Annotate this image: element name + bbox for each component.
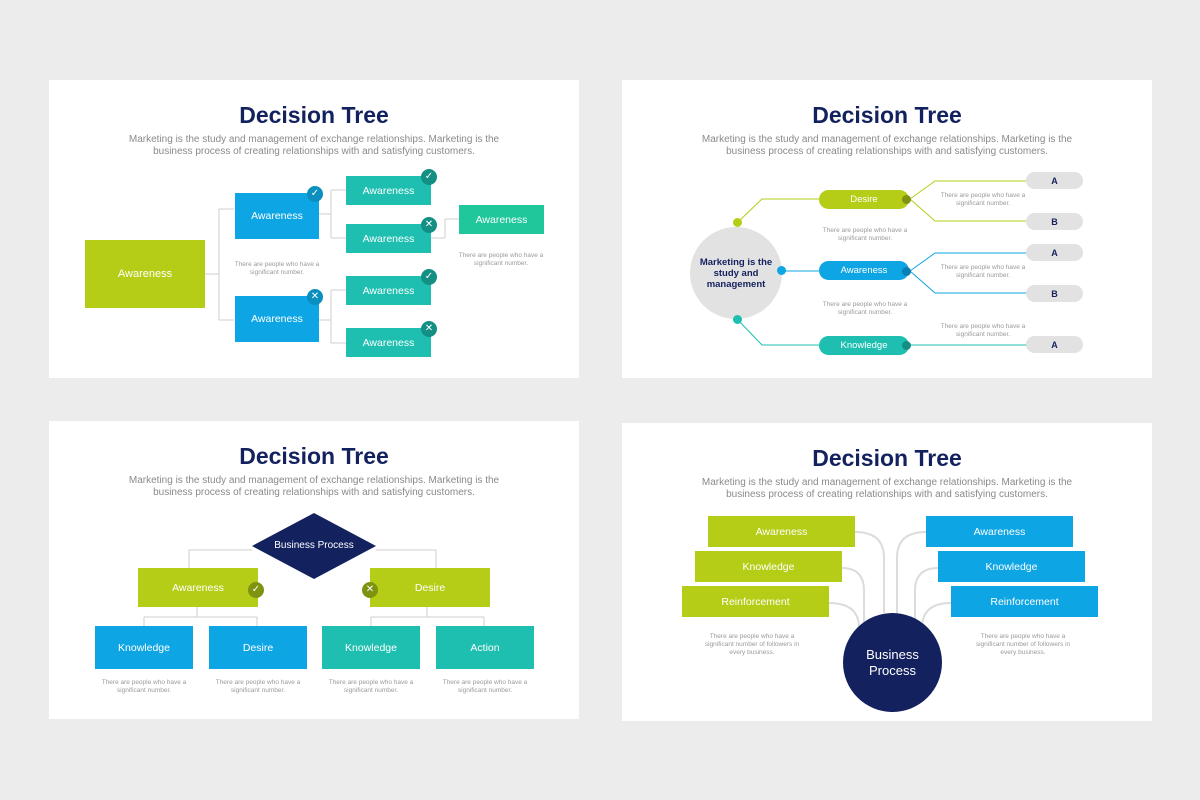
connector-dot <box>902 341 911 350</box>
close-icon: ✕ <box>421 321 437 337</box>
extra-node: Awareness <box>459 205 544 234</box>
leaf-node-4: Awareness <box>346 328 431 357</box>
leaf-node-2: Desire <box>209 626 307 669</box>
note: There are people who have a significant … <box>940 323 1026 338</box>
slide-title: Decision Tree <box>239 443 389 469</box>
slide-title: Decision Tree <box>812 445 962 471</box>
slide-3: Decision Tree Marketing is the study and… <box>49 421 579 719</box>
slide-4: Decision Tree Marketing is the study and… <box>622 423 1152 721</box>
note: There are people who have a significant … <box>442 679 528 694</box>
option-b: B <box>1026 213 1083 230</box>
check-icon: ✓ <box>421 269 437 285</box>
check-icon: ✓ <box>307 186 323 202</box>
center-circle: Business Process <box>843 613 942 712</box>
connector-dot <box>733 218 742 227</box>
connector-dot <box>902 267 911 276</box>
option-a: A <box>1026 172 1083 189</box>
note: There are people who have a significant … <box>975 633 1071 656</box>
slide-subtitle: Marketing is the study and management of… <box>128 475 500 498</box>
connector-lines <box>143 513 485 626</box>
note: There are people who have a significant … <box>940 264 1026 279</box>
note: There are people who have a significant … <box>458 252 544 267</box>
right-item-2: Knowledge <box>938 551 1085 582</box>
option-a: A <box>1026 336 1083 353</box>
option-b: B <box>1026 285 1083 302</box>
close-icon: ✕ <box>421 217 437 233</box>
connector-lines <box>204 189 459 344</box>
slide-title: Decision Tree <box>812 102 962 128</box>
leaf-node-1: Knowledge <box>95 626 193 669</box>
connector-lines <box>828 531 952 633</box>
note: There are people who have a significant … <box>101 679 187 694</box>
connector-lines <box>737 180 1027 346</box>
note: There are people who have a significant … <box>328 679 414 694</box>
center-circle: Marketing is the study and management <box>690 227 782 319</box>
leaf-node-3: Knowledge <box>322 626 420 669</box>
slide-title: Decision Tree <box>239 102 389 128</box>
leaf-node-2: Awareness <box>346 224 431 253</box>
mid-node-bottom: Awareness <box>235 296 319 342</box>
diamond-label: Business Process <box>274 540 354 551</box>
left-item-1: Awareness <box>708 516 855 547</box>
leaf-node-4: Action <box>436 626 534 669</box>
right-item-1: Awareness <box>926 516 1073 547</box>
slide-subtitle: Marketing is the study and management of… <box>128 134 500 157</box>
connector-dot <box>733 315 742 324</box>
leaf-node-3: Awareness <box>346 276 431 305</box>
note: There are people who have a significant … <box>215 679 301 694</box>
root-node: Awareness <box>85 240 205 308</box>
slide-1: Decision Tree Marketing is the study and… <box>49 80 579 378</box>
mid-node-top: Awareness <box>235 193 319 239</box>
check-icon: ✓ <box>421 169 437 185</box>
note: There are people who have a significant … <box>822 301 908 316</box>
slide-2: Decision Tree Marketing is the study and… <box>622 80 1152 378</box>
connector-dot <box>902 195 911 204</box>
branch-knowledge: Knowledge <box>819 336 909 355</box>
branch-desire: Desire <box>819 190 909 209</box>
close-icon: ✕ <box>362 582 378 598</box>
left-item-2: Knowledge <box>695 551 842 582</box>
option-a: A <box>1026 244 1083 261</box>
note: There are people who have a significant … <box>822 227 908 242</box>
connector-dot <box>777 266 786 275</box>
note: There are people who have a significant … <box>940 192 1026 207</box>
left-item-3: Reinforcement <box>682 586 829 617</box>
check-icon: ✓ <box>248 582 264 598</box>
leaf-node-1: Awareness <box>346 176 431 205</box>
decision-diamond <box>252 513 376 579</box>
right-item-3: Reinforcement <box>951 586 1098 617</box>
branch-awareness: Awareness <box>819 261 909 280</box>
branch-right: Desire <box>370 568 490 607</box>
close-icon: ✕ <box>307 289 323 305</box>
note: There are people who have a significant … <box>234 261 320 276</box>
note: There are people who have a significant … <box>704 633 800 656</box>
slide-subtitle: Marketing is the study and management of… <box>701 477 1073 500</box>
branch-left: Awareness <box>138 568 258 607</box>
slide-subtitle: Marketing is the study and management of… <box>701 134 1073 157</box>
